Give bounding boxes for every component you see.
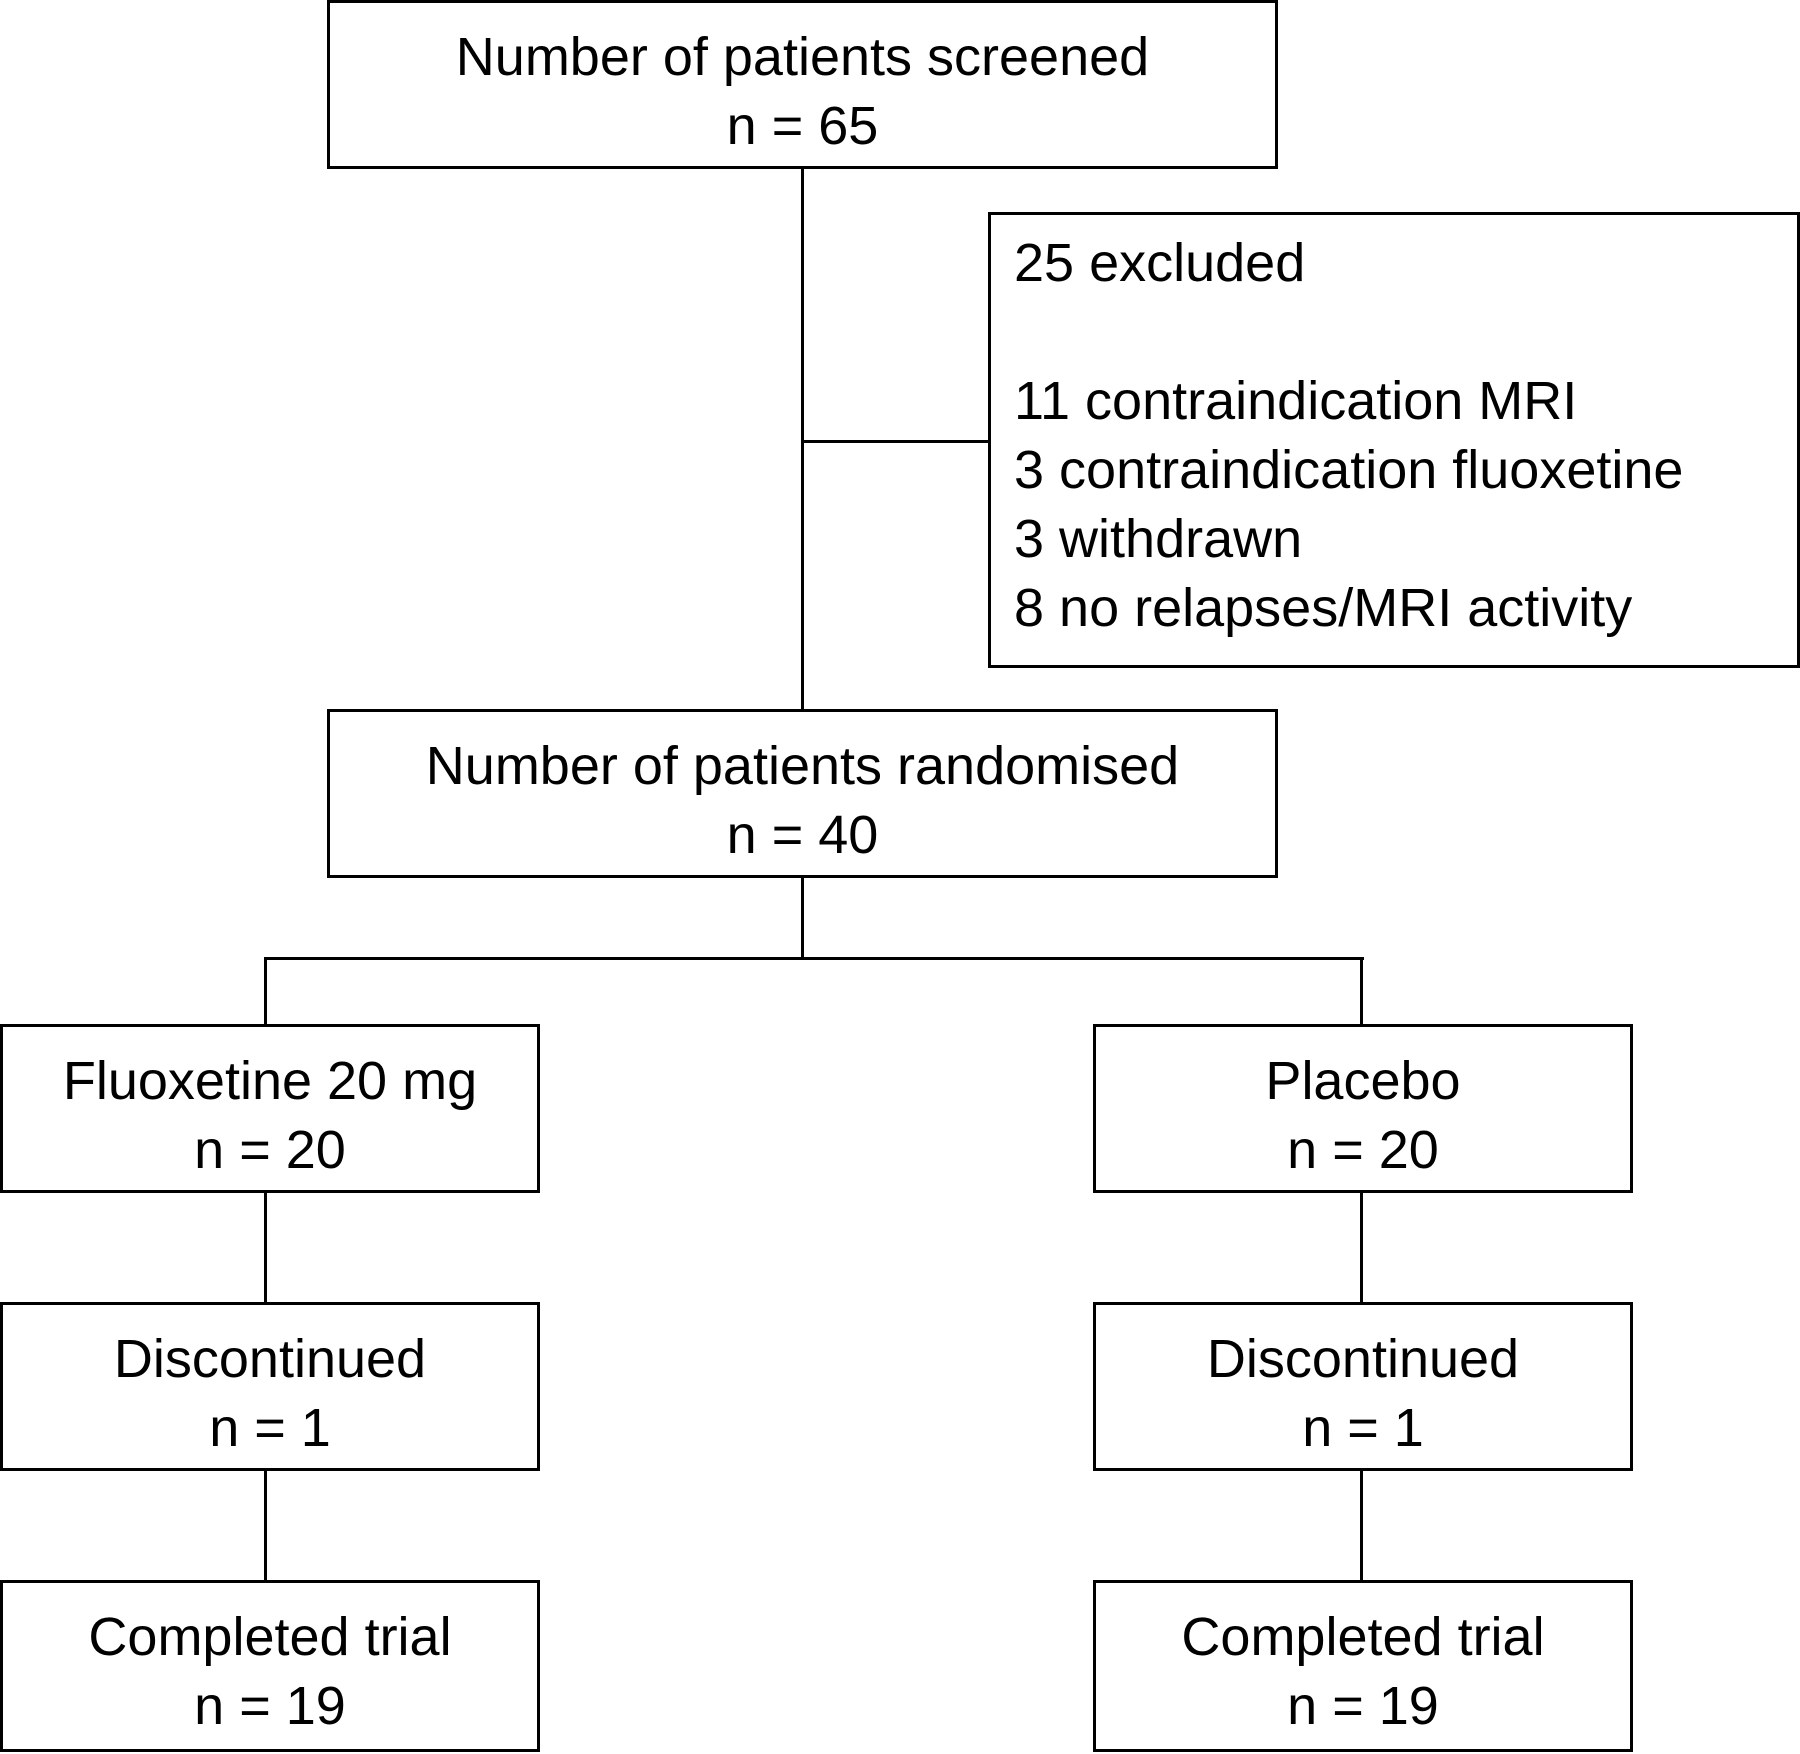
excluded-reason: 8 no relapses/MRI activity (1014, 578, 1633, 638)
allocated-label: Fluoxetine 20 mg (62, 1051, 478, 1111)
screened-label: Number of patients screened (455, 27, 1150, 87)
allocated-count: n = 20 (194, 1120, 346, 1180)
completed-count: n = 19 (194, 1676, 346, 1736)
allocated-label: Placebo (1265, 1051, 1461, 1111)
discontinued-count: n = 1 (209, 1398, 331, 1458)
completed-count: n = 19 (1287, 1676, 1439, 1736)
connector-to-excluded (801, 440, 991, 443)
fluoxetine-allocated-box: Fluoxetine 20 mg n = 20 (0, 1024, 540, 1193)
excluded-reason: 3 withdrawn (1014, 509, 1303, 569)
excluded-reason: 3 contraindication fluoxetine (1014, 440, 1684, 500)
connector-randomised-down (801, 875, 804, 960)
screened-count: n = 65 (726, 96, 879, 156)
fluoxetine-completed-box: Completed trial n = 19 (0, 1580, 540, 1752)
randomised-box: Number of patients randomised n = 40 (327, 709, 1278, 878)
excluded-title: 25 excluded (1014, 233, 1306, 293)
excluded-reason: 11 contraindication MRI (1014, 371, 1578, 431)
connector-branch-left (264, 957, 267, 1027)
connector-branch-right (1360, 957, 1363, 1027)
completed-label: Completed trial (1181, 1607, 1545, 1667)
placebo-discontinued-box: Discontinued n = 1 (1093, 1302, 1633, 1471)
connector-right-discontinued-to-completed (1360, 1468, 1363, 1583)
connector-right-allocated-to-discontinued (1360, 1190, 1363, 1305)
randomised-count: n = 40 (726, 805, 879, 865)
placebo-completed-box: Completed trial n = 19 (1093, 1580, 1633, 1752)
allocated-count: n = 20 (1287, 1120, 1439, 1180)
completed-label: Completed trial (88, 1607, 452, 1667)
discontinued-label: Discontinued (113, 1329, 427, 1389)
discontinued-count: n = 1 (1302, 1398, 1424, 1458)
placebo-allocated-box: Placebo n = 20 (1093, 1024, 1633, 1193)
discontinued-label: Discontinued (1206, 1329, 1520, 1389)
connector-left-allocated-to-discontinued (264, 1190, 267, 1305)
connector-left-discontinued-to-completed (264, 1468, 267, 1583)
excluded-spacer (1014, 298, 1797, 367)
fluoxetine-discontinued-box: Discontinued n = 1 (0, 1302, 540, 1471)
connector-screened-to-randomised (801, 166, 804, 712)
connector-branch (264, 957, 1364, 960)
screened-box: Number of patients screened n = 65 (327, 0, 1278, 169)
excluded-box: 25 excluded 11 contraindication MRI 3 co… (988, 212, 1800, 668)
randomised-label: Number of patients randomised (425, 736, 1180, 796)
